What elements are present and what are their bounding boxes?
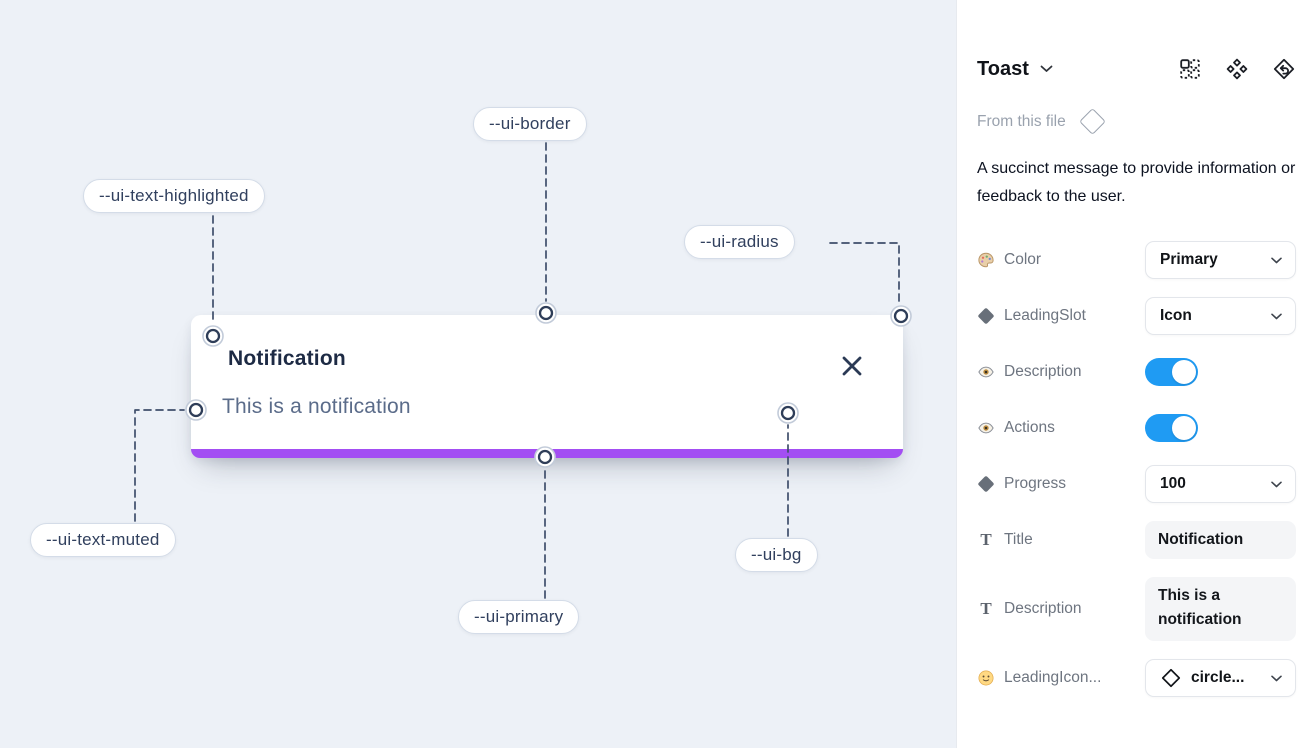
chevron-down-icon [1271, 257, 1282, 264]
connector-ui-radius [829, 242, 900, 305]
toast-component[interactable]: Notification This is a notification [191, 315, 903, 458]
annotation-pill-ui-primary: --ui-primary [458, 600, 580, 634]
prop-label-text: Description [1004, 600, 1082, 617]
component-name-dropdown[interactable] [1040, 65, 1053, 73]
smiley-icon [977, 669, 995, 687]
component-name: Toast [977, 57, 1029, 80]
eye-icon [977, 363, 995, 381]
leadingicon-select[interactable]: circle... [1145, 659, 1296, 697]
return-icon[interactable] [1272, 57, 1296, 81]
prop-label-text: Color [1004, 251, 1042, 268]
progress-select-value: 100 [1160, 475, 1186, 492]
toast-close-button[interactable] [840, 354, 864, 378]
prop-row-description-toggle: Description [977, 353, 1296, 391]
palette-icon [977, 251, 995, 269]
toggle-knob [1172, 360, 1196, 384]
panel-actions [1178, 57, 1296, 81]
prop-row-leadingslot: LeadingSlot Icon [977, 297, 1296, 335]
grid-instance-icon[interactable] [1178, 57, 1202, 81]
component-description: A succinct message to provide informatio… [977, 160, 1296, 205]
diamond-icon [977, 475, 995, 493]
prop-label-text: LeadingIcon... [1004, 669, 1102, 686]
prop-row-description-text: T Description This is a notification [977, 577, 1296, 641]
close-icon [842, 356, 862, 376]
diamond-outline-icon [1160, 667, 1182, 689]
prop-row-leadingicon: LeadingIcon... circle... [977, 659, 1296, 697]
text-icon: T [980, 530, 992, 549]
text-icon: T [980, 599, 992, 618]
prop-row-progress: Progress 100 [977, 465, 1296, 503]
prop-label-text: Description [1004, 363, 1082, 380]
title-field[interactable]: Notification [1145, 521, 1296, 559]
property-list: Color Primary LeadingSlot Icon [977, 241, 1296, 697]
leadingslot-select[interactable]: Icon [1145, 297, 1296, 335]
prop-label-text: Title [1004, 531, 1033, 548]
diamond-icon [977, 307, 995, 325]
canvas[interactable]: Notification This is a notification [0, 0, 956, 748]
color-select-value: Primary [1160, 251, 1218, 268]
source-label: From this file [977, 112, 1066, 130]
panel-header: Toast [977, 57, 1296, 81]
prop-label-text: Actions [1004, 419, 1055, 436]
toast-progress-bar [191, 449, 903, 458]
chevron-down-icon [1271, 675, 1282, 682]
leadingslot-select-value: Icon [1160, 307, 1192, 324]
description-field[interactable]: This is a notification [1145, 577, 1296, 641]
toast-title: Notification [228, 347, 346, 370]
toggle-knob [1172, 416, 1196, 440]
annotation-pill-ui-radius: --ui-radius [684, 225, 795, 259]
prop-row-actions-toggle: Actions [977, 409, 1296, 447]
chevron-down-icon [1271, 481, 1282, 488]
annotation-pill-ui-border: --ui-border [473, 107, 587, 141]
eye-icon [977, 419, 995, 437]
chevron-down-icon [1040, 65, 1053, 72]
prop-row-color: Color Primary [977, 241, 1296, 279]
leadingicon-select-value: circle... [1191, 669, 1245, 686]
actions-toggle[interactable] [1145, 414, 1198, 442]
prop-row-title: T Title Notification [977, 521, 1296, 559]
connector-ui-text-muted [134, 409, 185, 522]
annotation-pill-ui-text-muted: --ui-text-muted [30, 523, 176, 557]
chevron-down-icon [1271, 313, 1282, 320]
annotation-pill-ui-text-highlighted: --ui-text-highlighted [83, 179, 265, 213]
toast-description: This is a notification [222, 395, 411, 418]
properties-panel: Toast [956, 0, 1312, 748]
component-icon[interactable] [1225, 57, 1249, 81]
color-select[interactable]: Primary [1145, 241, 1296, 279]
description-toggle[interactable] [1145, 358, 1198, 386]
source-row: From this file [977, 108, 1296, 135]
annotation-pill-ui-bg: --ui-bg [735, 538, 818, 572]
diamond-outline-icon [1078, 108, 1106, 135]
prop-label-text: LeadingSlot [1004, 307, 1086, 324]
prop-label-text: Progress [1004, 475, 1067, 492]
progress-select[interactable]: 100 [1145, 465, 1296, 503]
